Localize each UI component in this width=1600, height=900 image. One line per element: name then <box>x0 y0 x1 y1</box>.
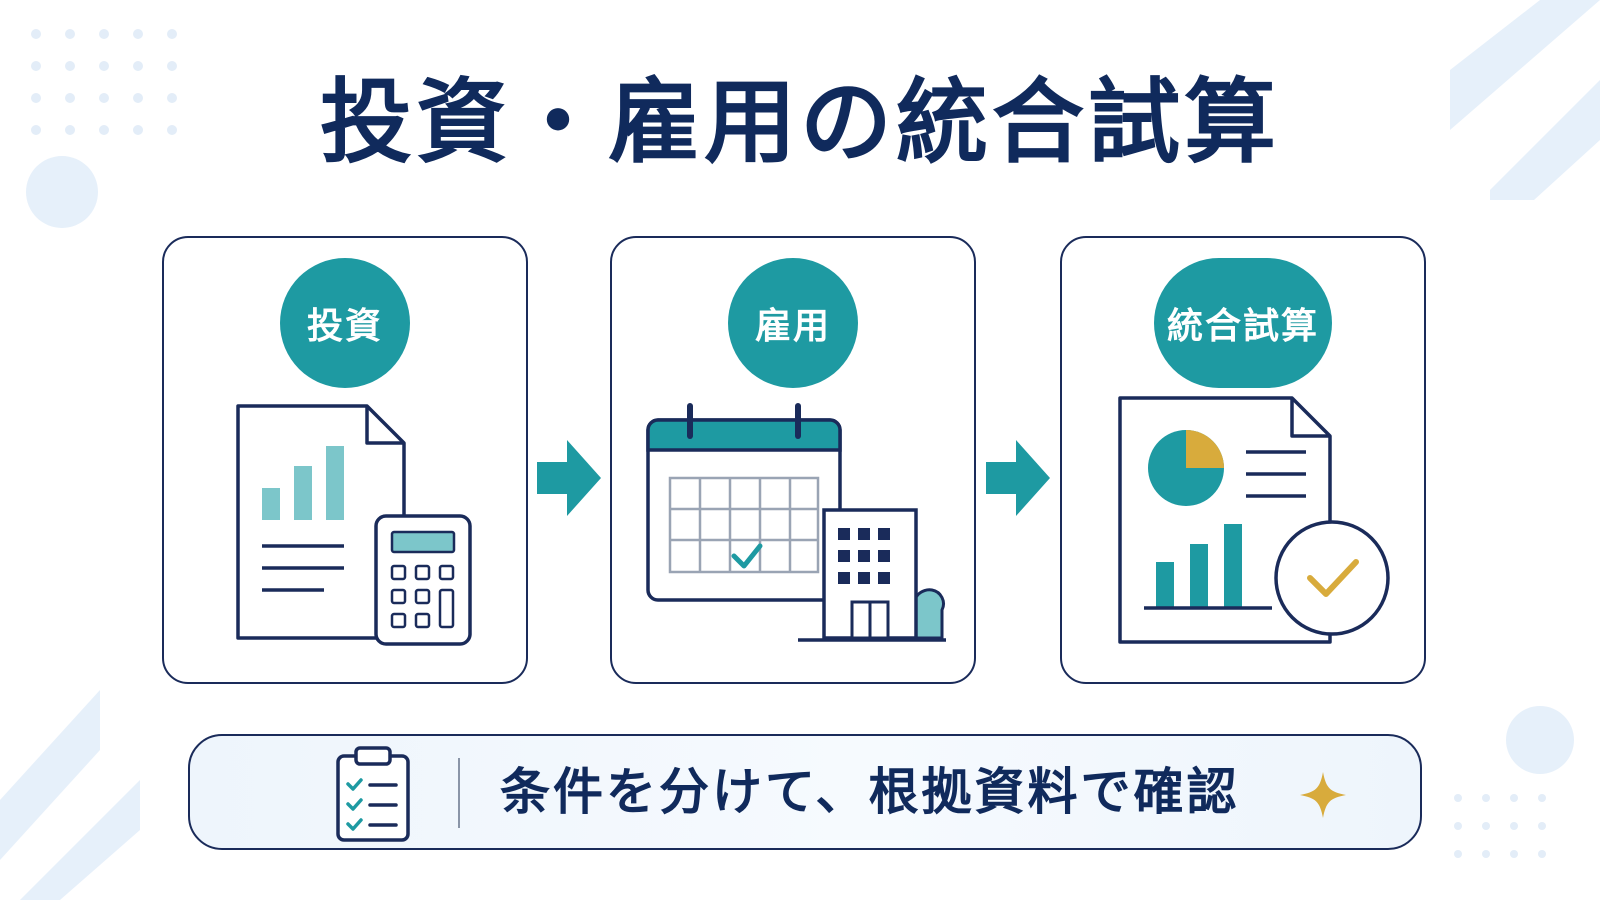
clipboard-checklist-icon <box>336 746 410 842</box>
step-card-investment: 投資 <box>162 236 528 684</box>
decor-circle-right <box>1506 706 1574 774</box>
step-badge-investment: 投資 <box>280 258 410 388</box>
step-badge-integrated: 統合試算 <box>1154 258 1332 388</box>
decor-dots-bottom-right <box>1454 794 1546 858</box>
page-title: 投資・雇用の統合試算 <box>319 69 1280 176</box>
banner-text: 条件を分けて、根拠資料で確認 <box>500 763 1240 821</box>
decor-circle-left <box>26 156 98 228</box>
arrow-right-icon <box>986 440 1050 516</box>
step-card-integrated: 統合試算 <box>1060 236 1426 684</box>
banner-divider <box>458 758 460 828</box>
document-calculator-icon <box>236 404 472 646</box>
calendar-building-icon <box>646 403 946 642</box>
decor-stripes-top-right <box>1450 0 1600 200</box>
step-card-employment: 雇用 <box>610 236 976 684</box>
decor-dots-top-left <box>31 29 177 135</box>
summary-banner: 条件を分けて、根拠資料で確認 <box>188 734 1422 850</box>
step-badge-employment: 雇用 <box>728 258 858 388</box>
sparkle-icon <box>1300 772 1346 818</box>
decor-stripes-bottom-left <box>0 690 140 900</box>
report-check-icon <box>1118 396 1390 644</box>
arrow-right-icon <box>537 440 601 516</box>
